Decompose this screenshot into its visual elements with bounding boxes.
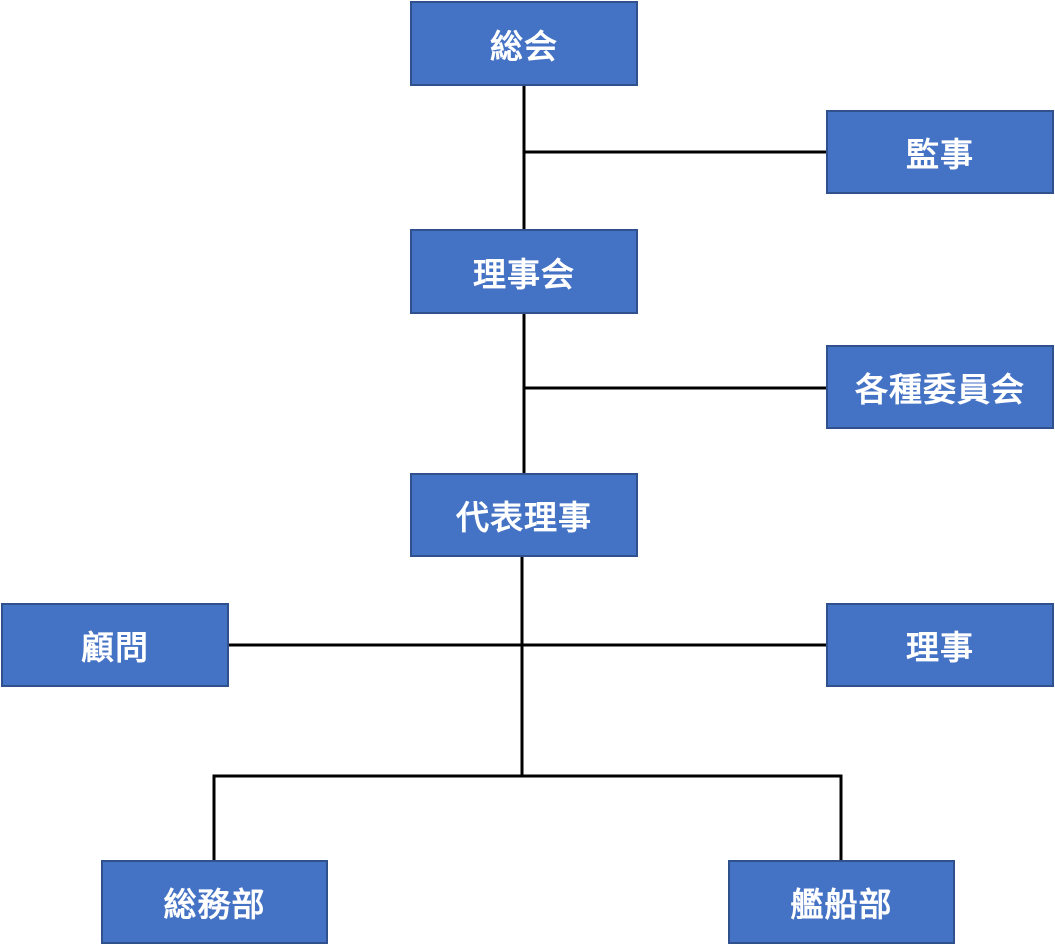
node-general-meeting: 総会: [410, 1, 638, 86]
node-general-meeting-label: 総会: [490, 26, 558, 66]
node-director-label: 理事: [906, 628, 974, 667]
node-advisor-label: 顧問: [81, 628, 149, 667]
node-director: 理事: [826, 603, 1054, 687]
node-general-affairs: 総務部: [101, 860, 328, 944]
node-general-affairs-label: 総務部: [163, 885, 266, 924]
node-auditor: 監事: [826, 110, 1054, 194]
node-advisor: 顧問: [1, 603, 229, 687]
node-fleet-label: 艦船部: [790, 885, 893, 924]
node-committees-label: 各種委員会: [855, 370, 1025, 409]
node-board-of-directors-label: 理事会: [473, 254, 575, 294]
node-fleet: 艦船部: [728, 860, 955, 944]
node-committees: 各種委員会: [826, 345, 1054, 429]
node-representative-director-label: 代表理事: [456, 498, 592, 537]
node-board-of-directors: 理事会: [410, 229, 638, 314]
node-representative-director: 代表理事: [410, 473, 638, 557]
node-auditor-label: 監事: [906, 135, 974, 174]
